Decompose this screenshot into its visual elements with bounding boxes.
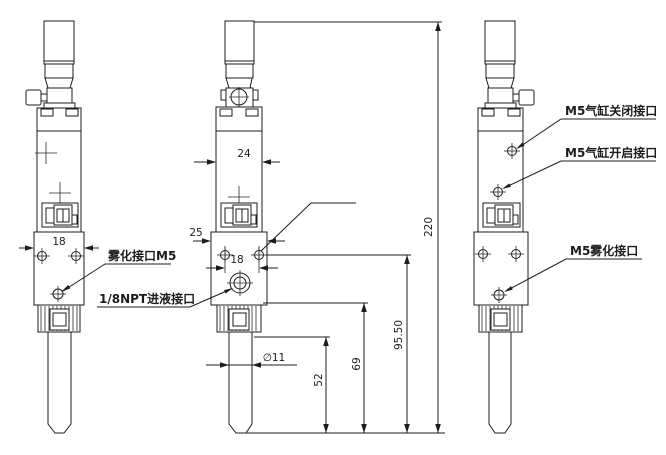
dimension-text: 69	[351, 357, 363, 370]
sight-window	[220, 202, 258, 228]
dimension-bracket-width: 25	[189, 227, 285, 244]
dimension-text: 18	[52, 236, 65, 248]
dimension-port-to-tip: 95.50	[267, 254, 411, 433]
label-text: M5雾化接口	[570, 243, 638, 258]
swivel-connector	[220, 87, 259, 108]
dimension-front-hole-spacing: 18	[206, 246, 278, 273]
mounting-hole	[508, 246, 524, 262]
front-view	[210, 20, 356, 434]
dimension-tube-to-base: 69	[263, 302, 368, 433]
dimension-body-width: 24	[194, 148, 280, 165]
dimension-side-hole-spacing: 18	[19, 236, 99, 251]
left-side-view	[25, 20, 85, 434]
atomizing-port-hole	[491, 287, 507, 303]
label-cylinder-close-port: M5气缸关闭接口	[516, 103, 657, 149]
mounting-hole	[68, 248, 84, 264]
air-fitting-icon	[512, 89, 535, 106]
mounting-bracket	[33, 231, 85, 306]
dimension-text: 52	[313, 373, 325, 386]
dimension-text: 95.50	[393, 320, 405, 350]
mounting-bracket	[210, 231, 268, 306]
air-fitting-icon	[25, 89, 48, 106]
knurled-nut	[216, 304, 262, 333]
nozzle-tube	[47, 331, 72, 434]
valve-neck	[484, 87, 517, 109]
mounting-hole	[34, 248, 50, 264]
label-atomizing-port-right: M5雾化接口	[504, 243, 642, 292]
liquid-inlet-port	[227, 270, 253, 296]
dimension-text: ∅11	[263, 352, 286, 364]
center-mark	[35, 142, 71, 204]
mounting-hole	[475, 246, 491, 262]
dimension-overall-height: 220	[254, 21, 442, 433]
dimension-nozzle-diameter: ∅11	[206, 352, 297, 368]
label-npt-liquid-inlet: 1/8NPT进液接口	[97, 288, 233, 308]
dimension-text: 25	[189, 227, 202, 239]
label-cylinder-open-port: M5气缸开启接口	[502, 145, 657, 189]
cylinder-open-port-hole	[490, 184, 506, 200]
sight-window	[482, 202, 521, 228]
atomizing-port-hole	[50, 286, 66, 302]
label-text: 雾化接口M5	[107, 248, 176, 263]
air-cylinder	[43, 20, 75, 89]
label-text: M5气缸开启接口	[565, 145, 657, 160]
dimension-text: 18	[230, 254, 243, 266]
air-cylinder	[224, 20, 255, 89]
mounting-bracket	[473, 231, 529, 306]
dimension-text: 24	[237, 148, 251, 160]
label-atomizing-port-left: 雾化接口M5	[61, 248, 176, 292]
nozzle-tube	[228, 331, 253, 434]
valve-neck	[43, 87, 76, 109]
knurled-nut	[37, 304, 81, 333]
label-text: M5气缸关闭接口	[565, 103, 657, 118]
air-cylinder	[484, 20, 516, 89]
cylinder-close-port-hole	[504, 143, 520, 159]
label-text: 1/8NPT进液接口	[99, 291, 195, 306]
sight-window	[41, 202, 79, 228]
nozzle-tube	[488, 331, 512, 434]
dimension-nozzle-length: 52	[254, 336, 330, 433]
dimension-text: 220	[423, 217, 435, 237]
right-side-view	[473, 20, 535, 434]
leader-line	[260, 202, 356, 252]
knurled-nut	[478, 304, 523, 333]
